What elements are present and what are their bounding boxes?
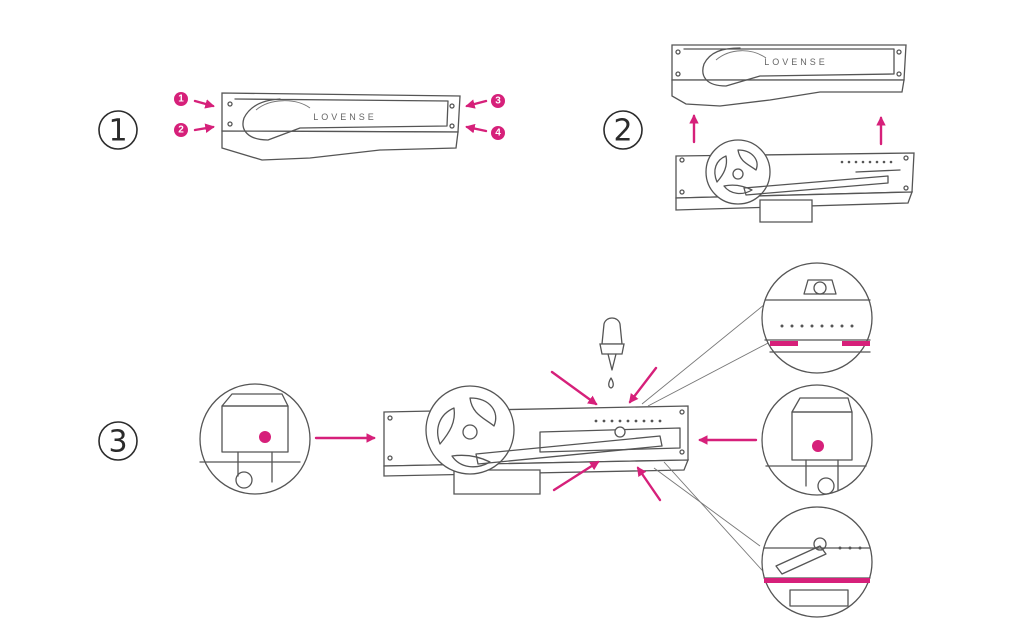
step-2-number: 2	[613, 114, 632, 149]
svg-text:2: 2	[178, 125, 184, 136]
screw-badge-2: 2	[174, 123, 215, 137]
step-3: 3	[98, 262, 873, 618]
step-3-marker: 3	[98, 421, 138, 461]
lube-point-left	[259, 431, 271, 443]
oil-drop	[608, 377, 614, 389]
lube-strip-bottom	[764, 578, 870, 583]
screw-badge-3: 3	[465, 94, 505, 109]
step-1-marker: 1	[98, 110, 138, 150]
cover-screw-hole	[896, 49, 902, 55]
svg-text:1: 1	[178, 94, 184, 105]
arrow-slider-right	[636, 466, 662, 502]
arrow-oil-left	[550, 370, 598, 406]
screw-2	[227, 121, 233, 127]
step-2-marker: 2	[603, 110, 643, 150]
screw-1	[227, 101, 233, 107]
step-1-number: 1	[108, 114, 127, 149]
svg-text:3: 3	[495, 96, 501, 107]
detail-right-rail	[761, 384, 873, 496]
brand-logo-step-1: LOVENSE	[313, 112, 377, 122]
lube-dots-main	[594, 419, 662, 423]
arrow-oil-right	[628, 366, 658, 404]
detail-bottom-right-slider	[761, 506, 873, 618]
detail-left-rail	[199, 383, 311, 495]
screw-badge-4: 4	[465, 123, 505, 140]
device-cover-closed: LOVENSE	[221, 92, 461, 161]
step-2: 2 LOVENSE	[603, 44, 915, 223]
device-base-open	[675, 139, 915, 223]
screw-badge-1: 1	[174, 92, 215, 109]
device-cover-lifted: LOVENSE	[671, 44, 907, 107]
screw-4	[449, 123, 455, 129]
lubricant-dropper	[599, 317, 625, 389]
brand-logo-step-2: LOVENSE	[764, 57, 828, 67]
cover-screw-hole	[675, 71, 681, 77]
cover-screw-hole	[896, 71, 902, 77]
device-base-main	[383, 385, 689, 495]
lube-strip-top-left	[770, 341, 798, 346]
lube-strip-top-right	[842, 341, 870, 346]
lube-point-right	[812, 440, 824, 452]
arrow-slider-left	[552, 460, 600, 492]
step-3-number: 3	[108, 425, 127, 460]
screw-3	[449, 103, 455, 109]
cover-screw-hole	[675, 49, 681, 55]
svg-text:4: 4	[495, 128, 501, 139]
lube-dots-row	[840, 160, 893, 164]
step-1: 1 LOVENSE 1 2	[98, 92, 505, 161]
detail-top-right-holes	[761, 262, 873, 374]
